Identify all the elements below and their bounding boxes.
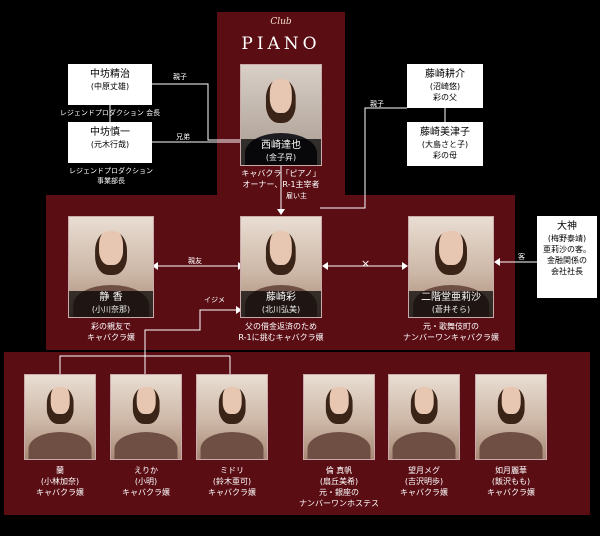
person-actor: (吉沢明歩) xyxy=(404,477,444,486)
box-fujisaki-mitsuko: 藤崎美津子 (大島さと子) 彩の母 xyxy=(407,122,483,166)
box-nakabo-seiji: 中坊精治 (中原丈雄) xyxy=(68,64,152,105)
box-nakabo-seiji-desc: レジェンドプロダクション 会長 xyxy=(50,108,170,118)
desc-meg: 望月メグ (吉沢明歩) キャバクラ嬢 xyxy=(378,465,470,498)
photo-arisa: 二階堂亜莉沙 (蒼井そら) xyxy=(408,216,494,318)
desc-line: 父の借金返済のため xyxy=(245,322,317,331)
box-desc-line: レジェンドプロダクション xyxy=(69,167,153,175)
desc-line: キャバクラ嬢 xyxy=(122,488,170,497)
rel-yatoinushi: 雇い主 xyxy=(286,192,307,200)
box-desc: 会社社長 xyxy=(551,267,583,276)
photo-maho xyxy=(303,374,375,460)
desc-line: キャバクラ嬢 xyxy=(36,488,84,497)
desc-maho: 倫 真帆 (扇丘美希) 元・銀座の ナンバーワンホステス xyxy=(283,465,395,509)
person-name: 倫 真帆 xyxy=(325,466,353,475)
desc-midori: ミドリ (鈴木亜可) キャバクラ嬢 xyxy=(186,465,278,498)
desc-line: 彩の親友で xyxy=(91,322,131,331)
rel-oyako-left: 親子 xyxy=(173,73,187,81)
person-actor: (北川弘美) xyxy=(261,305,301,314)
photo-ran xyxy=(24,374,96,460)
line-ijime xyxy=(144,309,240,356)
rel-kyaku: 客 xyxy=(518,253,525,261)
person-actor: (小明) xyxy=(134,477,158,486)
photo-shizuka: 静 香 (小川奈那) xyxy=(68,216,154,318)
owner-desc-line: オーナー、R-1主宰者 xyxy=(242,180,320,189)
desc-line: キャバクラ嬢 xyxy=(487,488,535,497)
owner-desc: キャバクラ「ピアノ」 オーナー、R-1主宰者 xyxy=(220,168,342,190)
photo-midori xyxy=(196,374,268,460)
rel-ijime: イジメ xyxy=(204,296,225,304)
line-ijime-left xyxy=(59,355,145,374)
box-name: 中坊慎一 xyxy=(90,127,130,138)
rel-shinyu: 親友 xyxy=(188,257,202,265)
photo-erika xyxy=(110,374,182,460)
rel-rival: × xyxy=(361,257,371,270)
desc-line: キャバクラ嬢 xyxy=(87,333,135,342)
desc-line: R-1に挑むキャバクラ嬢 xyxy=(238,333,324,342)
person-actor: (小林加奈) xyxy=(40,477,80,486)
desc-line: キャバクラ嬢 xyxy=(400,488,448,497)
person-name: ミドリ xyxy=(220,466,244,475)
box-desc: 彩の母 xyxy=(433,151,457,160)
box-name: 中坊精治 xyxy=(90,69,130,80)
person-name: えりか xyxy=(134,466,158,475)
box-omi: 大神 (梅野泰靖) 亜莉沙の客。 金融関係の 会社社長 xyxy=(537,216,597,298)
desc-shizuka: 彩の親友で キャバクラ嬢 xyxy=(55,321,167,343)
box-fujisaki-kosuke: 藤崎耕介 (沼崎悠) 彩の父 xyxy=(407,64,483,108)
person-name: 静 香 xyxy=(99,292,123,303)
person-actor: (飯沢もも) xyxy=(491,477,531,486)
person-name: 二階堂亜莉沙 xyxy=(421,292,481,303)
person-name: 望月メグ xyxy=(408,466,440,475)
desc-line: 元・歌舞伎町の xyxy=(423,322,479,331)
person-actor: (鈴木亜可) xyxy=(212,477,252,486)
line-oyako-right xyxy=(320,107,407,209)
rel-kyodai: 兄弟 xyxy=(176,133,190,141)
desc-line: ナンバーワンホステス xyxy=(299,499,379,508)
box-desc: 金融関係の xyxy=(547,256,587,265)
person-actor: (蒼井そら) xyxy=(431,305,471,314)
desc-reika: 如月麗華 (飯沢もも) キャバクラ嬢 xyxy=(465,465,557,498)
box-actor: (沼崎悠) xyxy=(429,82,461,91)
person-actor: (小川奈那) xyxy=(91,305,131,314)
person-name: 如月麗華 xyxy=(495,466,527,475)
box-name: 藤崎耕介 xyxy=(425,69,465,80)
line-oyako-left xyxy=(152,83,240,141)
box-actor: (梅野泰靖) xyxy=(547,234,587,243)
owner-actor: (金子昇) xyxy=(265,153,297,162)
desc-erika: えりか (小明) キャバクラ嬢 xyxy=(100,465,192,498)
rel-oyako-right: 親子 xyxy=(370,100,384,108)
owner-caption: 西崎達也 (金子昇) xyxy=(241,139,321,165)
box-name: 大神 xyxy=(557,221,577,232)
logo-club-text: Club xyxy=(270,17,292,27)
box-actor: (中原丈雄) xyxy=(90,82,130,91)
desc-ran: 蘭 (小林加奈) キャバクラ嬢 xyxy=(14,465,106,498)
desc-line: ナンバーワンキャバクラ嬢 xyxy=(403,333,499,342)
box-actor: (元木行哉) xyxy=(90,140,130,149)
desc-aya: 父の借金返済のため R-1に挑むキャバクラ嬢 xyxy=(221,321,341,343)
person-actor: (扇丘美希) xyxy=(319,477,359,486)
owner-desc-line: キャバクラ「ピアノ」 xyxy=(241,169,321,178)
person-name: 藤崎彩 xyxy=(266,292,296,303)
desc-line: キャバクラ嬢 xyxy=(208,488,256,497)
photo-meg xyxy=(388,374,460,460)
box-name: 藤崎美津子 xyxy=(420,127,470,138)
desc-arisa: 元・歌舞伎町の ナンバーワンキャバクラ嬢 xyxy=(390,321,512,343)
box-desc-line: レジェンドプロダクション 会長 xyxy=(59,109,161,117)
desc-line: 元・銀座の xyxy=(319,488,359,497)
box-nakabo-shinichi-desc: レジェンドプロダクション 事業部長 xyxy=(55,166,167,186)
person-name: 蘭 xyxy=(56,466,64,475)
box-nakabo-shinichi: 中坊慎一 (元木行哉) xyxy=(68,122,152,163)
owner-name: 西崎達也 xyxy=(261,140,301,151)
owner-photo: 西崎達也 (金子昇) xyxy=(240,64,322,166)
box-actor: (大島さと子) xyxy=(421,140,469,149)
box-desc: 亜莉沙の客。 xyxy=(543,245,591,254)
photo-aya: 藤崎彩 (北川弘美) xyxy=(240,216,322,318)
box-desc-line: 事業部長 xyxy=(97,177,125,185)
photo-reika xyxy=(475,374,547,460)
box-desc: 彩の父 xyxy=(433,93,457,102)
logo-piano-text: PIANO xyxy=(241,34,321,54)
